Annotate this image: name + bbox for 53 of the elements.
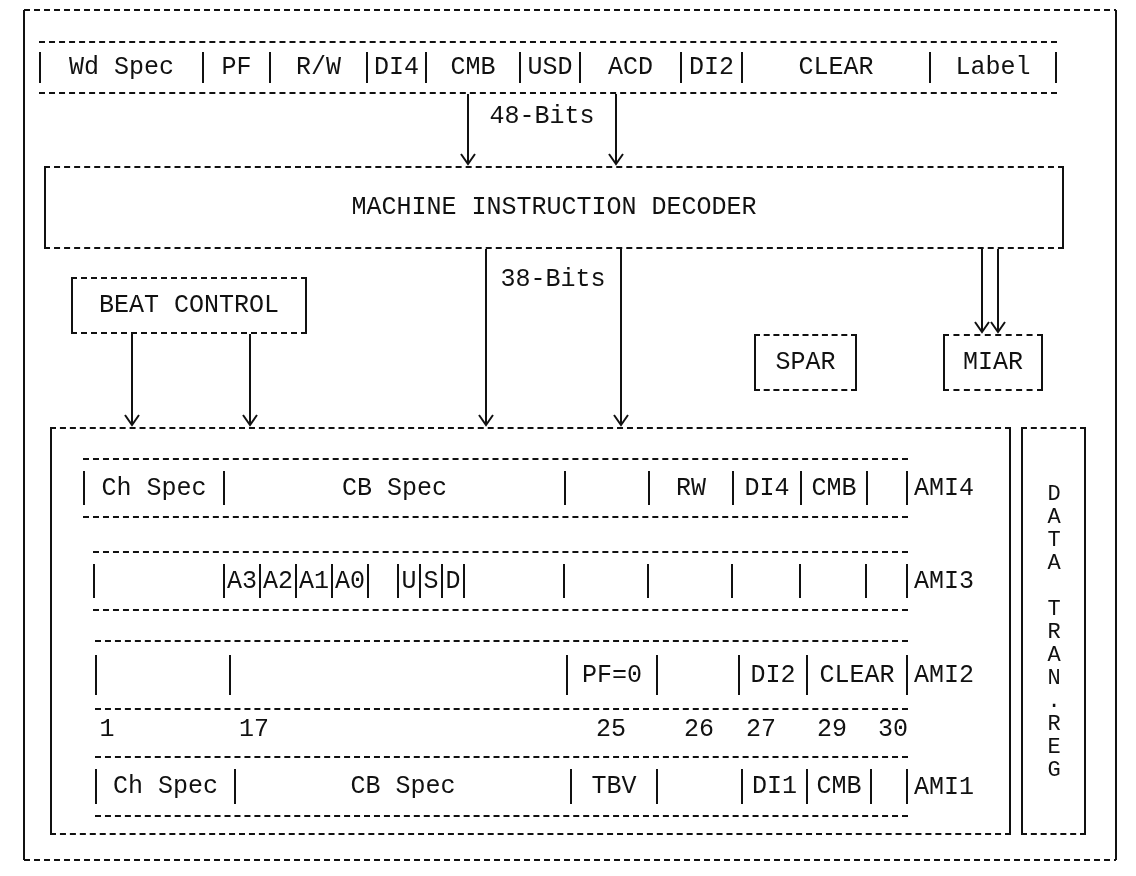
decoder-box: MACHINE INSTRUCTION DECODER	[44, 166, 1064, 249]
bus-arrow	[974, 248, 1006, 334]
bit-number: 26	[684, 714, 714, 744]
field-label: Ch Spec	[83, 470, 223, 506]
field-label: A0	[331, 563, 367, 599]
field-label: RW	[648, 470, 732, 506]
field-label: DI4	[366, 52, 425, 83]
register-box	[39, 41, 1057, 94]
bus-arrow	[460, 93, 624, 166]
field-label: DI1	[741, 768, 806, 805]
field-label: USD	[519, 52, 579, 83]
bit-number: 27	[746, 714, 776, 744]
arrow	[242, 333, 258, 427]
field-label: PF=0	[566, 654, 656, 696]
bus-arrow	[478, 248, 629, 427]
field-label: CB Spec	[234, 768, 570, 805]
register-box: SPAR	[754, 334, 857, 391]
field-label: S	[419, 563, 441, 599]
field-label: Ch Spec	[95, 768, 234, 805]
register-box: MIAR	[943, 334, 1043, 391]
register-name: AMI1	[914, 772, 974, 801]
field-label: D	[441, 563, 463, 599]
bit-number: 29	[817, 714, 847, 744]
field-label: Wd Spec	[39, 52, 202, 83]
register-name: AMI3	[914, 566, 974, 596]
control-box: BEAT CONTROL	[71, 277, 307, 334]
field-label: DI4	[732, 470, 800, 506]
field-label: A1	[295, 563, 331, 599]
bit-number: 1	[99, 714, 115, 744]
register-name: AMI2	[914, 660, 974, 690]
field-label: A3	[223, 563, 259, 599]
field-label: ACD	[579, 52, 680, 83]
bit-number: 17	[239, 714, 269, 744]
field-label: A2	[259, 563, 295, 599]
arrow	[124, 333, 140, 427]
field-label: R/W	[269, 52, 366, 83]
register-name: AMI4	[914, 473, 974, 503]
field-label: CMB	[806, 768, 870, 805]
bit-number: 25	[596, 714, 626, 744]
field-label: TBV	[570, 768, 656, 805]
field-label: CMB	[800, 470, 866, 506]
field-label: DI2	[680, 52, 741, 83]
field-label: Label	[929, 52, 1057, 83]
field-label: DI2	[738, 654, 806, 696]
field-label: CMB	[425, 52, 519, 83]
field-label: CLEAR	[741, 52, 929, 83]
field-label: U	[397, 563, 419, 599]
field-label: CB Spec	[223, 470, 564, 506]
vertical-register-box: DATA TRAN.REG	[1021, 427, 1086, 835]
field-label: CLEAR	[806, 654, 908, 696]
register-group-box	[50, 427, 1011, 835]
field-label: PF	[202, 52, 269, 83]
bit-number: 30	[878, 714, 908, 744]
